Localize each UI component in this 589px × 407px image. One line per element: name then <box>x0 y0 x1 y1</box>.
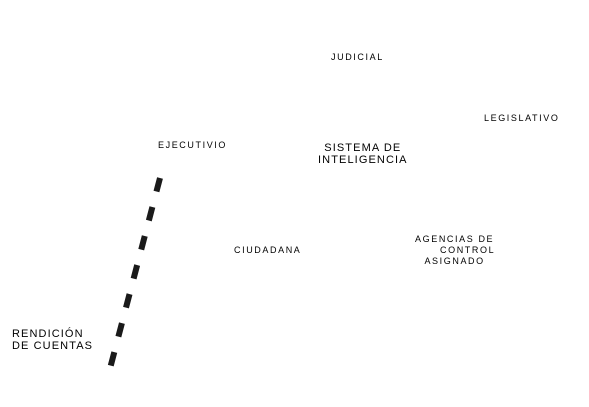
rendicion-line-1: RENDICIÓN <box>12 328 84 340</box>
sistema-line-1: SISTEMA DE <box>324 142 402 154</box>
label-ciudadana: CIUDADANA <box>234 245 302 255</box>
label-sistema-de-inteligencia: SISTEMA DE INTELIGENCIA <box>318 142 408 166</box>
label-agencias-de-control: AGENCIAS DE CONTROL ASIGNADO <box>414 234 495 267</box>
sistema-line-2: INTELIGENCIA <box>318 154 408 166</box>
rendicion-line-2: DE CUENTAS <box>12 340 94 352</box>
dashed-line <box>104 177 163 381</box>
label-ejecutivo: EJECUTIVIO <box>158 140 228 150</box>
agencias-line-2: CONTROL <box>440 245 496 255</box>
label-judicial: JUDICIAL <box>331 52 384 62</box>
agencias-line-1: AGENCIAS DE <box>415 234 495 244</box>
agencias-line-3: ASIGNADO <box>424 256 485 266</box>
label-rendicion-de-cuentas: RENDICIÓN DE CUENTAS <box>12 328 93 352</box>
label-legislativo: LEGISLATIVO <box>484 113 560 123</box>
